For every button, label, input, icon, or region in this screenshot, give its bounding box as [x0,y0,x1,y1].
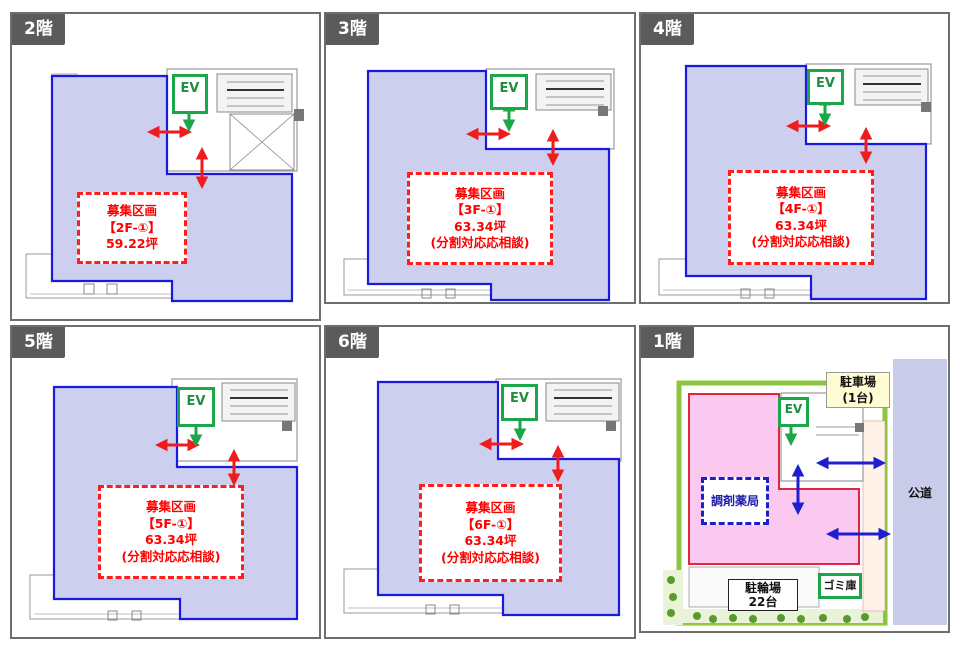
garbage-room-label: ゴミ庫 [818,573,862,599]
panel-floor-6: 6階 EV 募集区画 【6F-①】 63.34坪 (分割対応応相談) [324,325,636,639]
leasing-unit-callout-6f: 募集区画 【6F-①】 63.34坪 (分割対応応相談) [419,484,562,582]
panel-floor-1: 1階 EV 駐車場 (1台) 調剤薬局 公道 駐輪場 22台 ゴミ庫 [639,325,950,633]
elevator-box-2f: EV [172,74,208,114]
elevator-box-6f: EV [501,384,538,421]
unit-size: 63.34坪 [144,532,198,547]
leasing-unit-callout-5f: 募集区画 【5F-①】 63.34坪 (分割対応応相談) [98,485,244,579]
unit-id: 【3F-①】 [451,202,509,217]
elevator-box-5f: EV [177,387,215,427]
floor-label-3f: 3階 [326,14,379,45]
leasing-unit-callout-2f: 募集区画 【2F-①】 59.22坪 [77,192,187,264]
unit-size: 63.34坪 [453,218,507,234]
unit-id: 【5F-①】 [142,515,200,531]
floor-plan-6f [343,378,622,617]
panel-floor-4: 4階 EV 募集区画 【4F-①】 63.34坪 (分割対応応相談) [639,12,950,304]
panel-floor-5: 5階 EV 募集区画 【5F-①】 63.34坪 (分割対応応相談) [10,325,321,639]
panel-floor-3: 3階 EV 募集区画 【3F-①】 63.34坪 (分割対応応相談) [324,12,636,304]
unit-note: (分割対応応相談) [430,235,530,250]
parking-capacity: (1台) [842,391,874,405]
area-label: 募集区画 [106,203,157,219]
bicycle-parking-label: 駐輪場 [744,581,781,595]
area-label: 募集区画 [465,500,516,515]
panel-floor-2: 2階 EV 募集区画 【2F-①】 59.22坪 [10,12,321,321]
bicycle-parking-tag: 駐輪場 22台 [728,579,798,611]
unit-note: (分割対応応相談) [121,548,221,564]
bicycle-parking-capacity: 22台 [748,595,778,609]
parking-label: 駐車場 [839,375,876,389]
public-road [893,359,947,625]
leasing-unit-callout-3f: 募集区画 【3F-①】 63.34坪 (分割対応応相談) [407,172,553,265]
area-label: 募集区画 [775,184,826,200]
parking-tag: 駐車場 (1台) [826,372,890,408]
area-label: 募集区画 [454,185,505,201]
road-label: 公道 [907,486,932,500]
floor-plan-5f [29,378,299,621]
leasing-unit-callout-4f: 募集区画 【4F-①】 63.34坪 (分割対応応相談) [728,170,874,265]
unit-id: 【6F-①】 [461,516,520,532]
unit-size: 63.34坪 [464,533,517,548]
floor-label-6f: 6階 [326,327,379,358]
elevator-box-4f: EV [807,69,844,105]
elevator-box-1f: EV [778,397,809,427]
unit-id: 【2F-①】 [103,219,161,235]
floor-plan-2f [25,68,304,303]
floor-label-5f: 5階 [12,327,65,358]
pharmacy-label: 調剤薬局 [701,477,769,525]
unit-note: (分割対応応相談) [751,234,851,249]
unit-id: 【4F-①】 [772,201,830,216]
unit-note: (分割対応応相談) [441,549,540,565]
unit-size: 63.34坪 [774,217,828,233]
unit-size: 59.22坪 [105,236,159,252]
floor-label-1f: 1階 [641,327,694,358]
floor-label-4f: 4階 [641,14,694,45]
area-label: 募集区画 [145,499,196,514]
floor-label-2f: 2階 [12,14,65,45]
elevator-box-3f: EV [490,74,528,110]
